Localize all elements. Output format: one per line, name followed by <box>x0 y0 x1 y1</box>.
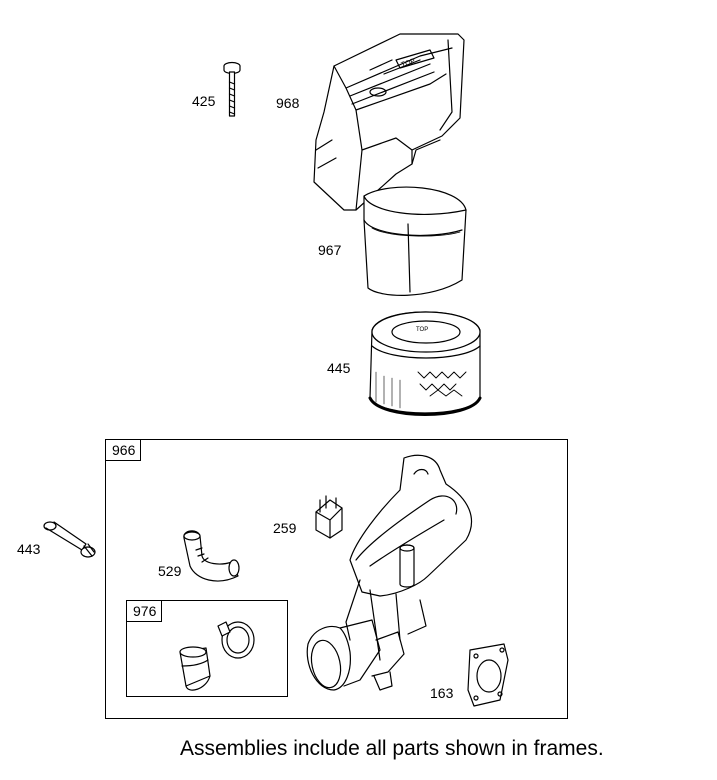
callout-259: 259 <box>273 520 297 536</box>
part-445-filter <box>368 311 482 416</box>
filter-decal: TOP <box>416 327 428 333</box>
callout-967: 967 <box>318 242 342 258</box>
frame-label-966: 966 <box>106 440 142 461</box>
part-968-cover <box>313 33 465 211</box>
callout-163: 163 <box>430 685 454 701</box>
assembly-frame-966: 966 <box>105 439 568 719</box>
cover-decal: TOP <box>400 58 416 69</box>
part-425-screw <box>223 61 241 117</box>
assembly-frame-976: 976 <box>126 600 288 697</box>
callout-968: 968 <box>276 95 300 111</box>
part-976-clamp <box>217 621 255 659</box>
part-966-base <box>306 454 473 691</box>
callout-425: 425 <box>192 93 216 109</box>
part-976-cap <box>179 646 211 691</box>
part-443-fastener <box>43 521 96 558</box>
frame-label-976: 976 <box>127 601 163 622</box>
callout-529: 529 <box>158 563 182 579</box>
callout-445: 445 <box>327 360 351 376</box>
part-259-clip <box>315 495 343 539</box>
callout-443: 443 <box>17 541 41 557</box>
part-529-elbow <box>183 530 240 582</box>
part-163-gasket <box>467 643 509 707</box>
footnote: Assemblies include all parts shown in fr… <box>180 737 604 760</box>
part-967-precleaner <box>363 186 467 296</box>
